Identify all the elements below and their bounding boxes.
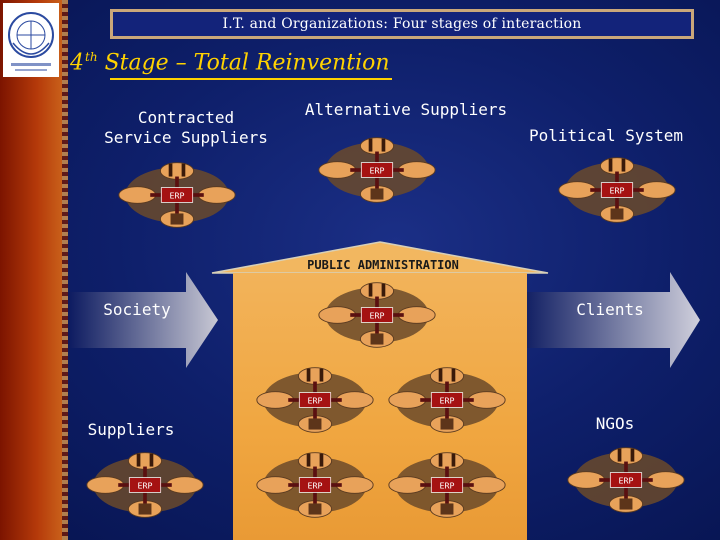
erp-cluster-public-admin-3: ERP — [256, 452, 374, 518]
society-arrow — [68, 272, 218, 368]
alternative-suppliers-label: Alternative Suppliers — [304, 100, 508, 119]
erp-cluster-suppliers: ERP — [86, 452, 204, 518]
erp-label: ERP — [440, 396, 455, 406]
contracted-suppliers-label: Contracted Service Suppliers — [98, 108, 274, 148]
stage-suffix: th — [85, 50, 98, 64]
stage-underline — [110, 78, 392, 80]
contracted-suppliers-text: Contracted Service Suppliers — [104, 108, 268, 147]
erp-label: ERP — [370, 311, 385, 321]
erp-cluster-public-admin-4: ERP — [388, 452, 506, 518]
erp-label: ERP — [610, 186, 625, 196]
erp-cluster-public-admin-1: ERP — [256, 367, 374, 433]
ngos-label: NGOs — [595, 414, 635, 433]
erp-cluster-contracted: ERP — [118, 162, 236, 228]
erp-label: ERP — [308, 396, 323, 406]
stage-title: 4th Stage – Total Reinvention — [70, 50, 392, 80]
strip-pattern — [62, 0, 68, 540]
clients-label: Clients — [576, 300, 644, 319]
political-system-label: Political System — [528, 126, 684, 145]
suppliers-label: Suppliers — [87, 420, 175, 439]
erp-cluster-public-admin-main: ERP — [318, 282, 436, 348]
erp-cluster-ngos: ERP — [567, 447, 685, 513]
erp-cluster-alternative: ERP — [318, 137, 436, 203]
left-decorative-strip — [0, 0, 68, 540]
stage-number: 4 — [70, 50, 84, 76]
header-title: I.T. and Organizations: Four stages of i… — [222, 16, 582, 32]
erp-label: ERP — [170, 191, 185, 201]
erp-label: ERP — [619, 476, 634, 486]
header-title-box: I.T. and Organizations: Four stages of i… — [110, 9, 694, 39]
erp-label: ERP — [138, 481, 153, 491]
society-label: Society — [103, 300, 171, 319]
erp-cluster-public-admin-2: ERP — [388, 367, 506, 433]
erp-label: ERP — [308, 481, 323, 491]
public-administration-label: PUBLIC ADMINISTRATION — [307, 258, 459, 272]
un-logo-emblem — [3, 3, 59, 77]
clients-arrow — [520, 272, 700, 368]
erp-label: ERP — [440, 481, 455, 491]
stage-heading: Stage – Total Reinvention — [104, 50, 390, 76]
erp-label: ERP — [370, 166, 385, 176]
erp-cluster-political: ERP — [558, 157, 676, 223]
